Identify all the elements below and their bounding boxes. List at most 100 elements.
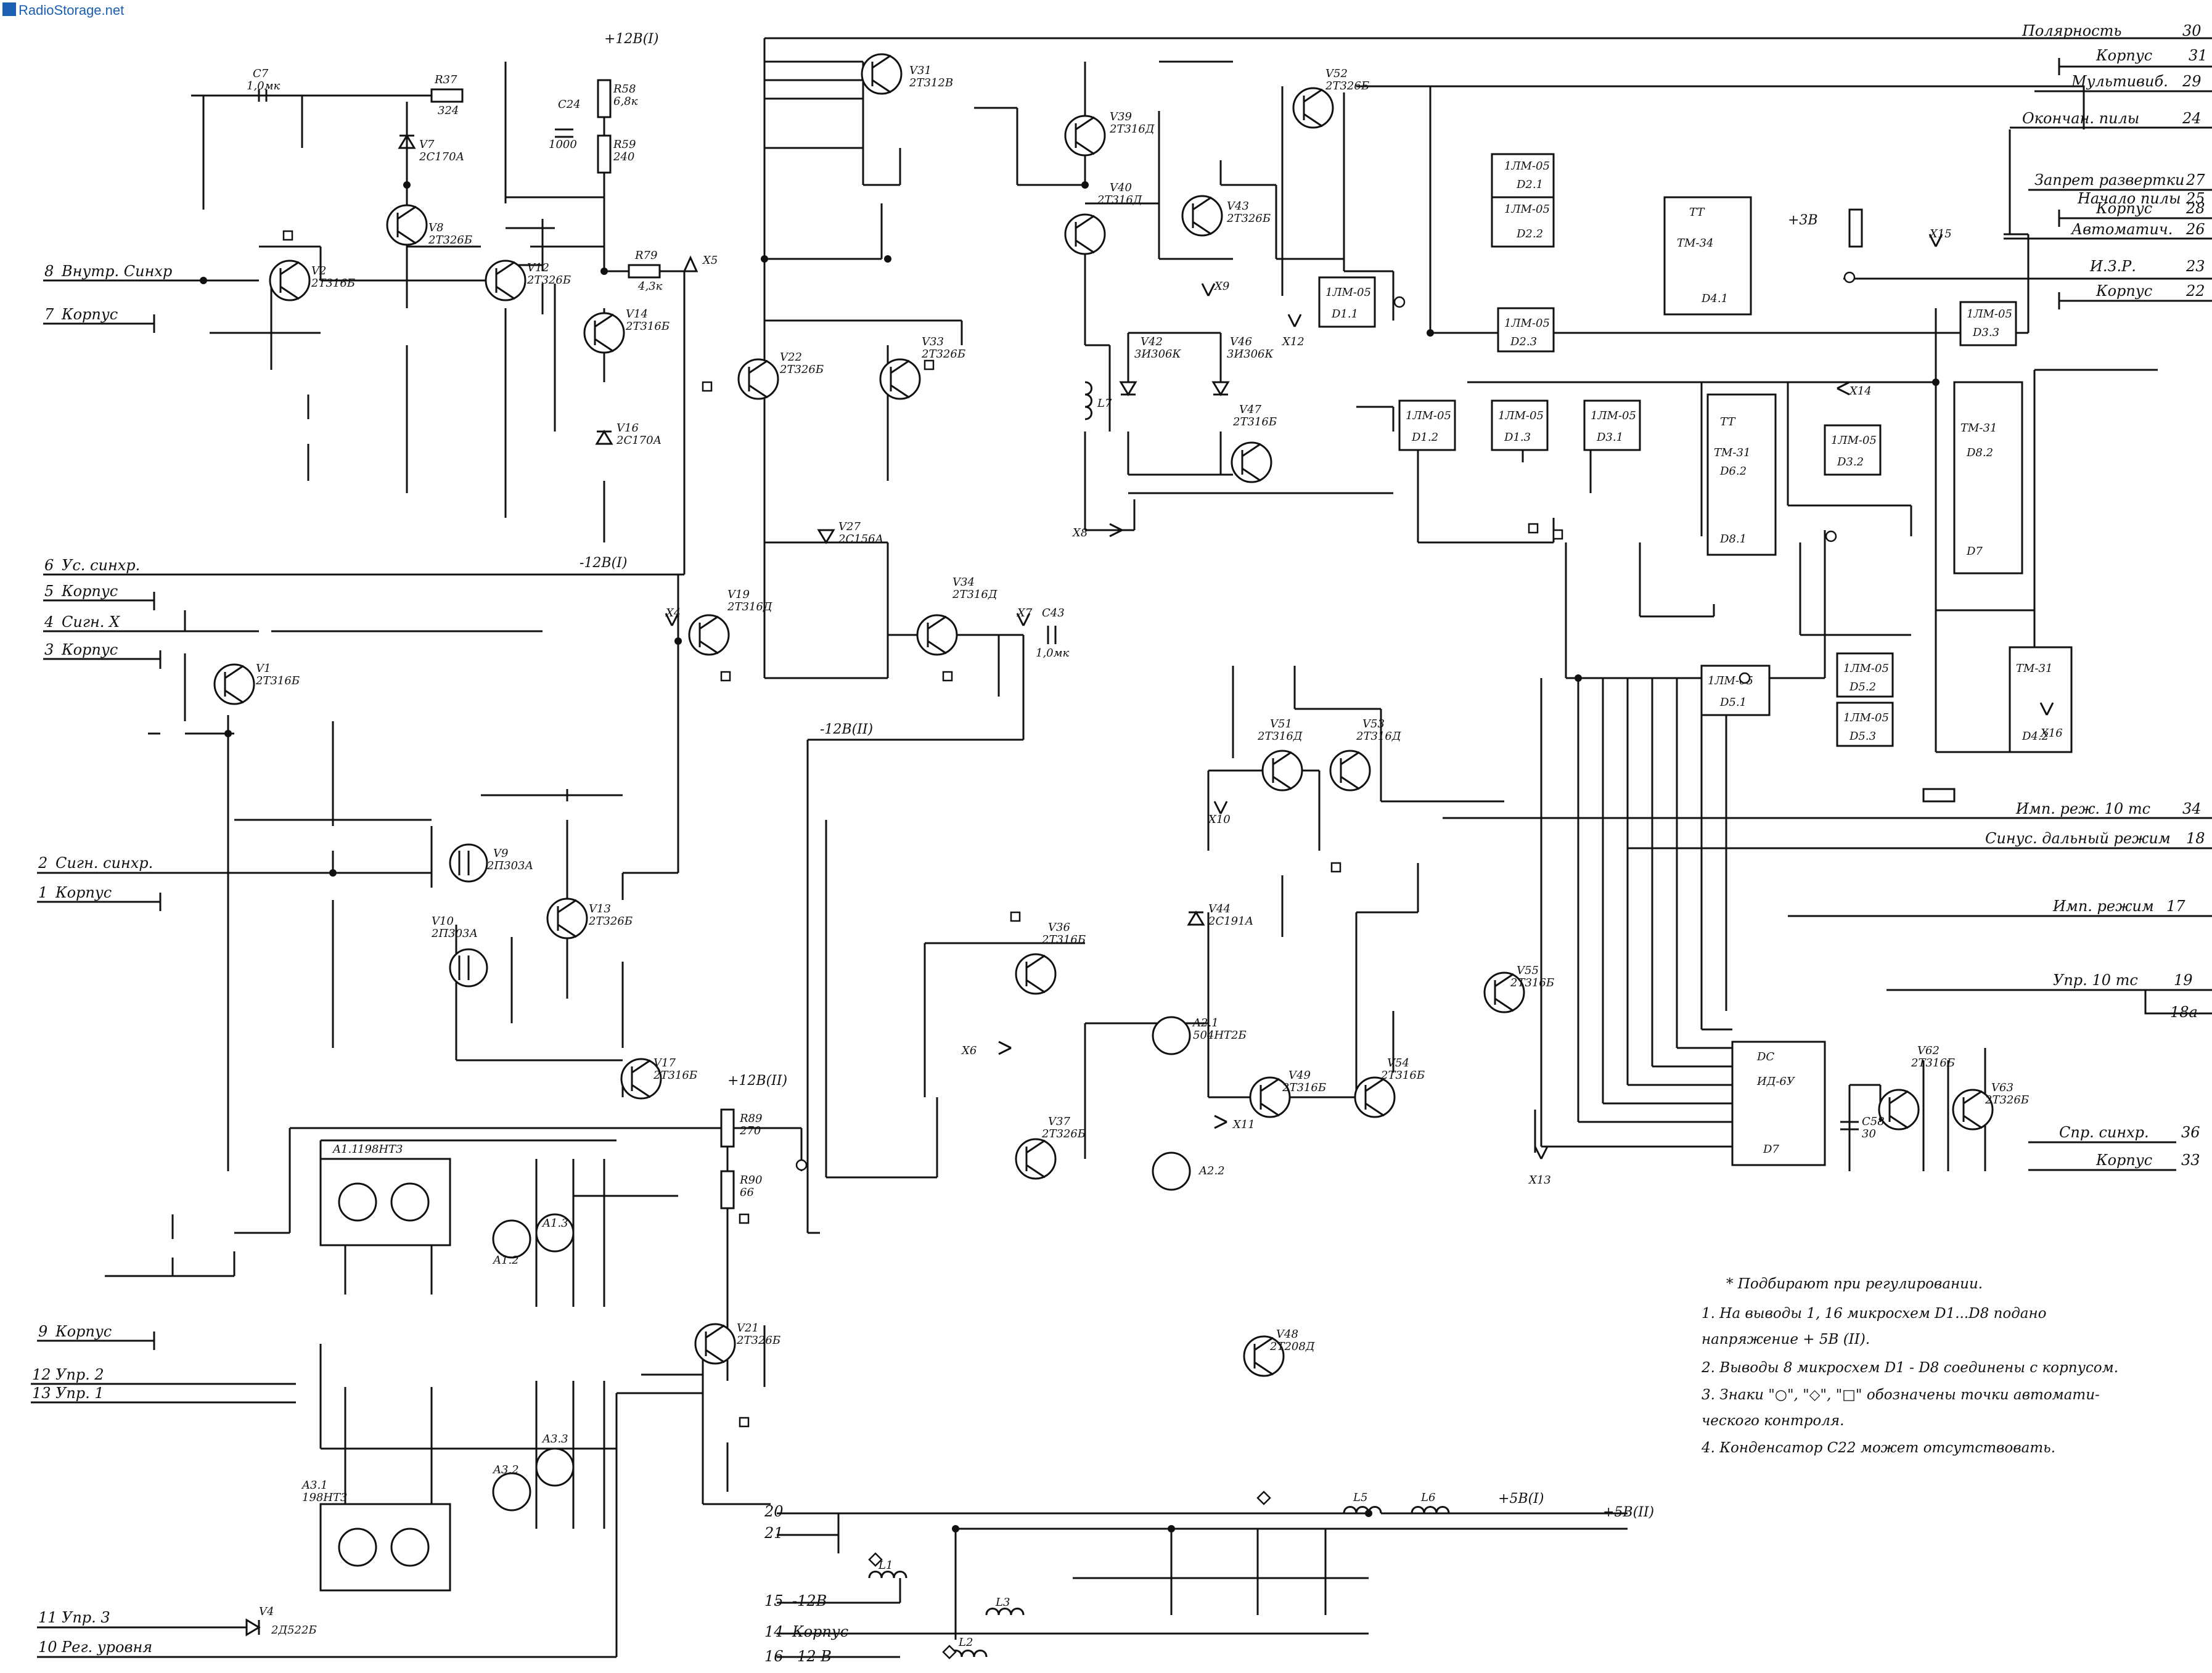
ic-tt-label: TT: [1689, 206, 1705, 219]
ref-label: D3.2: [1837, 456, 1864, 468]
ref-label: V12: [527, 261, 549, 274]
type-label: 3И306К: [1227, 348, 1274, 361]
supply-label: +3В: [1788, 213, 1818, 228]
inductor-L7: L7: [1084, 381, 1112, 420]
type-label: 1ЛМ-05: [1831, 434, 1877, 447]
ref-label: D2.2: [1516, 227, 1543, 240]
test-point-X11: X11: [1214, 1115, 1255, 1131]
ref-label: V52: [1325, 67, 1348, 80]
value-label: 240: [613, 150, 634, 163]
type-label: 3И306К: [1134, 348, 1182, 361]
tp-label: X10: [1207, 813, 1231, 826]
ref-label: C24: [558, 98, 581, 111]
type-label: 2П303А: [431, 927, 478, 940]
supply-label: -12В(II): [820, 722, 873, 737]
ref-label: V31: [909, 64, 932, 77]
supply-label: +5В(II): [1603, 1505, 1654, 1520]
ref-label: V13: [589, 902, 611, 915]
ref-label: V19: [727, 588, 750, 601]
ref-label: V14: [626, 308, 648, 321]
pin-number: 2: [38, 854, 47, 872]
type-label: 1ЛМ-05: [1843, 711, 1889, 724]
ref-label: V9: [493, 847, 508, 860]
tp-label: X14: [1848, 385, 1872, 398]
resistor-R153: [1848, 208, 1863, 248]
ref-label: A3.2: [492, 1463, 519, 1476]
ref-label: D5.3: [1849, 730, 1876, 743]
pin-8: 8 Внутр. Синхр: [43, 263, 259, 282]
type-label: ТМ-34: [1677, 237, 1713, 250]
ref-label: V27: [838, 520, 861, 533]
type-label: 1ЛМ-05: [1325, 286, 1371, 299]
pin-label: Корпус: [2095, 47, 2152, 64]
test-point-X10: X10: [1207, 801, 1231, 826]
type-label: 1ЛМ-05: [1843, 662, 1889, 675]
ref-label: D5.1: [1719, 696, 1747, 709]
ref-label: A1.2: [492, 1254, 519, 1267]
supply-label: +5В(I): [1498, 1491, 1544, 1507]
pin-label: Имп. реж. 10 тс: [2015, 800, 2150, 817]
ref-label: V10: [432, 915, 454, 928]
value-label: 66: [740, 1186, 754, 1199]
type-label: 2Т316Б: [1282, 1081, 1326, 1094]
pin-number: 33: [2181, 1151, 2200, 1169]
ref-label: V40: [1110, 181, 1132, 194]
pin-number: 25: [2185, 190, 2205, 207]
type-label: 2Т326Б: [1985, 1094, 2029, 1106]
ref-label: V8: [428, 221, 443, 234]
type-label: 2С156А: [838, 533, 883, 546]
pin-number: 5: [44, 583, 54, 600]
type-label: 2Т316Б: [1510, 976, 1554, 989]
ref-label: V21: [737, 1322, 759, 1335]
pin-label: Рег. уровня: [61, 1638, 152, 1656]
ref-label: V17: [653, 1057, 676, 1070]
pin-1: 1 Корпус: [37, 884, 162, 911]
value-label: 324: [438, 104, 459, 117]
pin-label: Корпус: [792, 1623, 848, 1640]
pin-label: Ус. синхр.: [62, 557, 140, 574]
ref-label: A3.3: [541, 1433, 568, 1446]
type-label: 198НТ3: [358, 1143, 403, 1156]
pin-number: 34: [2182, 800, 2202, 817]
ref-label: V54: [1387, 1057, 1409, 1070]
pin-3: 3 Корпус: [43, 641, 162, 669]
test-points: X5 X4 X7 X8 X9 X12 X14 X15 X16 X10 X6 X1…: [665, 227, 2063, 1187]
type-label: 2С170А: [616, 434, 662, 447]
ref-label: D8.1: [1719, 533, 1747, 546]
pin-label: Корпус: [2095, 282, 2152, 300]
ref-label: D4.2: [2022, 730, 2049, 743]
type-label: 2Т316Б: [311, 277, 355, 290]
value-label: 6,8к: [613, 95, 638, 108]
pin-label: Корпус: [2095, 200, 2152, 217]
pin-label: Корпус: [55, 884, 112, 901]
ref-label: V22: [780, 351, 802, 364]
ref-label: R37: [434, 73, 457, 86]
type-label: 1ЛМ-05: [1504, 317, 1550, 330]
ref-label: D4.1: [1701, 292, 1728, 305]
test-point-X6: X6: [961, 1041, 1012, 1057]
pin-label: Имп. режим: [2052, 898, 2154, 915]
type-label: ТМ-31: [1960, 422, 1997, 435]
type-label: 1ЛМ-05: [1498, 409, 1544, 422]
pin-number: 22: [2185, 282, 2205, 300]
note-line: 1. На выводы 1, 16 микросхем D1...D8 под…: [1702, 1306, 2047, 1322]
supply-label: +12В(I): [604, 31, 658, 47]
pin-label: Мультивиб.: [2071, 73, 2168, 90]
ic-dc-label: DC: [1756, 1050, 1774, 1063]
tp-label: X6: [961, 1044, 977, 1057]
